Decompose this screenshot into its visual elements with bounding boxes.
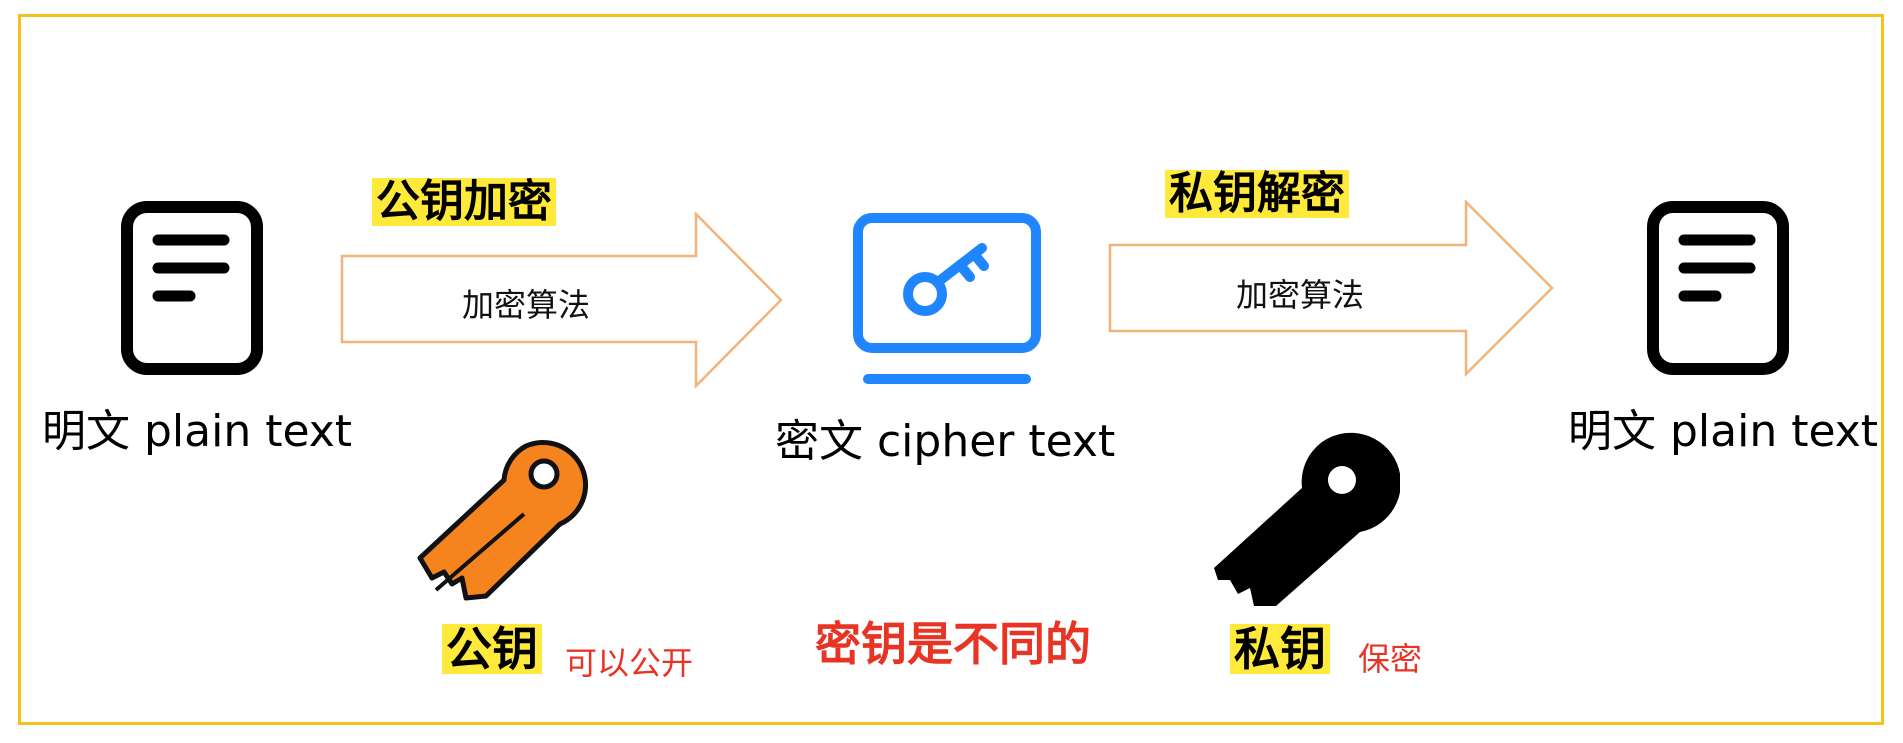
private-key-icon bbox=[1214, 432, 1400, 606]
center-note: 密钥是不同的 bbox=[815, 617, 1091, 671]
right-plaintext-label: 明文 plain text bbox=[1568, 406, 1879, 457]
decrypt-title: 私钥解密 bbox=[1165, 170, 1349, 218]
encrypt-title: 公钥加密 bbox=[372, 178, 556, 226]
encrypt-algorithm-label: 加密算法 bbox=[462, 286, 591, 324]
decrypt-arrow bbox=[1108, 200, 1554, 378]
public-key-label: 公钥 bbox=[442, 624, 542, 674]
left-plaintext-label: 明文 plain text bbox=[42, 406, 353, 457]
public-key-icon bbox=[417, 439, 589, 601]
diagram-frame bbox=[18, 14, 1884, 725]
plain-document-icon bbox=[121, 201, 263, 375]
cipher-text-label: 密文 cipher text bbox=[775, 416, 1116, 467]
cipher-monitor-icon bbox=[853, 213, 1041, 384]
decrypt-algorithm-label: 加密算法 bbox=[1236, 276, 1365, 314]
encrypt-arrow bbox=[340, 212, 783, 390]
public-key-note: 可以公开 bbox=[565, 644, 694, 682]
private-key-note: 保密 bbox=[1358, 640, 1423, 678]
key-icon bbox=[903, 243, 989, 316]
private-key-label: 私钥 bbox=[1230, 624, 1330, 674]
plain-document-icon bbox=[1647, 201, 1789, 375]
